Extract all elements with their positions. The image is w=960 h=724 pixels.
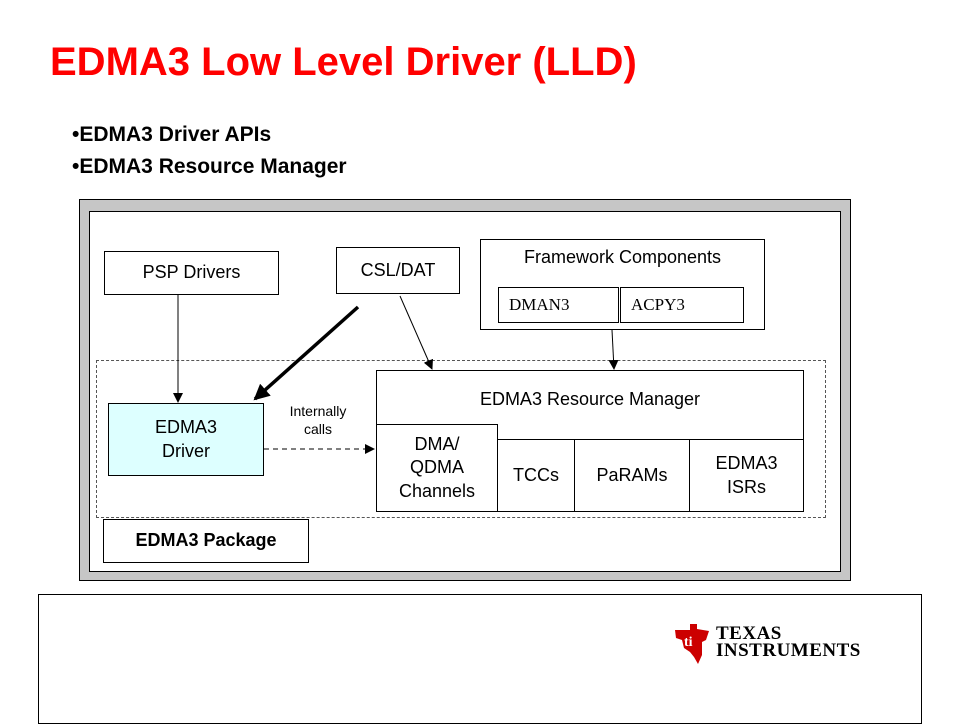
wordmark-line-1: TEXAS: [716, 623, 782, 644]
isrs-line-1: EDMA3: [715, 453, 778, 474]
edma3-package-boundary: [96, 360, 826, 518]
svg-text:ti: ti: [684, 635, 693, 650]
internally-calls-line-2: calls: [303, 421, 332, 438]
driver-line-1: EDMA3: [154, 417, 217, 438]
framework-components-label: Framework Components: [523, 247, 722, 267]
tccs-box: TCCs: [497, 439, 575, 512]
dma-channels-box: DMA/ QDMA Channels: [376, 424, 498, 512]
csl-dat-box: CSL/DAT: [336, 247, 460, 294]
dma-channels-line-2: QDMA: [410, 457, 464, 478]
resource-manager-label: EDMA3 Resource Manager: [479, 389, 701, 409]
isrs-box: EDMA3 ISRs: [689, 439, 804, 512]
slide-title: EDMA3 Low Level Driver (LLD): [50, 40, 637, 84]
dma-channels-line-3: Channels: [398, 480, 476, 501]
internally-calls-label: Internally calls: [278, 402, 358, 438]
psp-drivers-box: PSP Drivers: [104, 251, 279, 295]
dma-channels-line-1: DMA/: [414, 433, 460, 454]
texas-instruments-logo-icon: ti: [675, 624, 709, 664]
texas-instruments-wordmark: TEXAS INSTRUMENTS: [716, 623, 861, 661]
driver-line-2: Driver: [161, 440, 210, 461]
bullet-resource-manager: •EDMA3 Resource Manager: [72, 155, 347, 178]
edma3-package-label: EDMA3 Package: [103, 519, 309, 563]
edma3-driver-box: EDMA3 Driver: [108, 403, 264, 476]
wordmark-line-2: INSTRUMENTS: [716, 640, 861, 661]
footer-bar: [38, 594, 922, 724]
internally-calls-line-1: Internally: [289, 403, 347, 419]
isrs-line-2: ISRs: [726, 476, 766, 497]
bullet-driver-apis: •EDMA3 Driver APIs: [72, 123, 272, 146]
dman3-box: DMAN3: [498, 287, 619, 323]
acpy3-box: ACPY3: [620, 287, 744, 323]
params-box: PaRAMs: [574, 439, 690, 512]
